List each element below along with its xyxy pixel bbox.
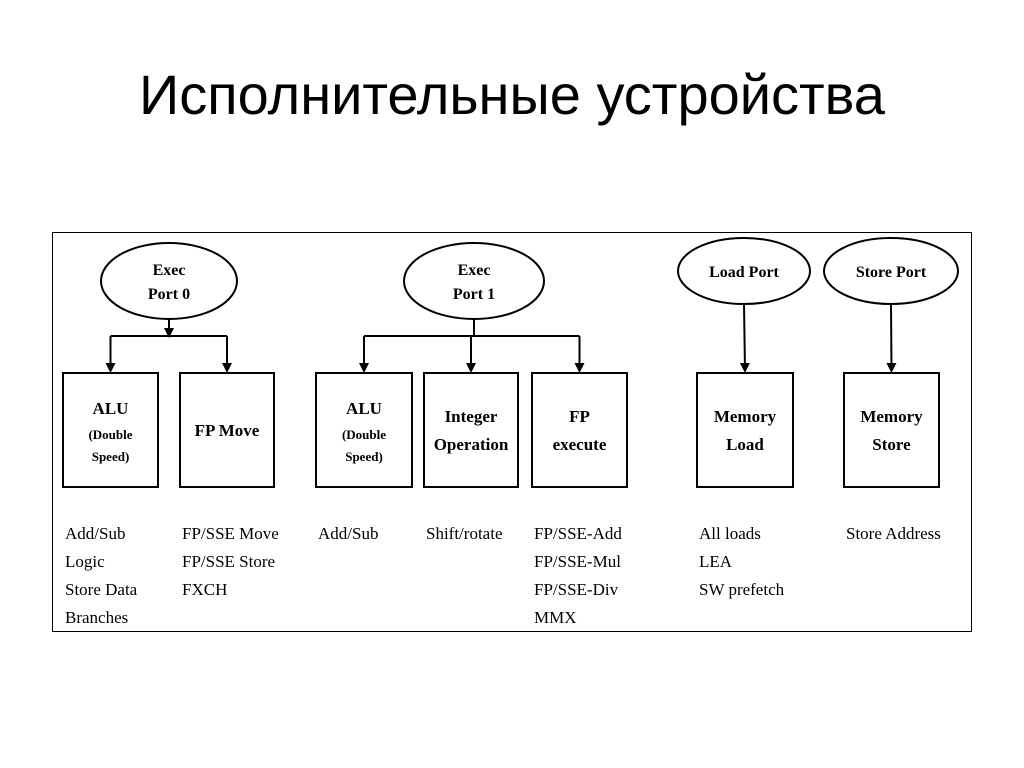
unit-alu1-label: (Double [342, 427, 386, 442]
port-store-label: Store Port [856, 264, 927, 281]
unit-memstore-label: Store [872, 435, 911, 454]
unit-alu0-label: Speed) [92, 449, 130, 464]
unit-fpexec-label: FP [569, 407, 590, 426]
port-exec1-label: Exec [458, 262, 491, 279]
unit-fpexec-op: FP/SSE-Mul [534, 552, 621, 571]
unit-alu1-label: Speed) [345, 449, 383, 464]
port-exec0-label: Exec [153, 262, 186, 279]
unit-fpmove-label: FP Move [195, 421, 260, 440]
unit-memload-op: LEA [699, 552, 733, 571]
unit-alu0-op: Logic [65, 552, 105, 571]
unit-alu0-op: Add/Sub [65, 524, 125, 543]
unit-intop-label: Integer [445, 407, 498, 426]
port-exec1-ellipse [403, 242, 545, 320]
unit-alu1-op: Add/Sub [318, 524, 378, 543]
unit-alu1-label: ALU [346, 399, 382, 418]
unit-alu1-box [315, 372, 413, 488]
store-port-arrow [886, 303, 897, 373]
unit-alu0-box [62, 372, 159, 488]
unit-intop-label: Operation [434, 435, 509, 454]
unit-alu0-op: Branches [65, 608, 128, 627]
unit-intop-op: Shift/rotate [426, 524, 502, 543]
unit-fpexec-box [531, 372, 628, 488]
unit-alu0-op: Store Data [65, 580, 138, 599]
unit-intop-box [423, 372, 519, 488]
unit-memload-op: SW prefetch [699, 580, 785, 599]
unit-fpexec-op: FP/SSE-Div [534, 580, 619, 599]
unit-fpexec-label: execute [553, 435, 607, 454]
slide-title: Исполнительные устройства [139, 63, 885, 126]
port-exec0-ellipse [100, 242, 238, 320]
unit-fpmove-op: FXCH [182, 580, 227, 599]
unit-fpmove-box [179, 372, 275, 488]
unit-alu0-label: (Double [88, 427, 132, 442]
unit-fpexec-op: FP/SSE-Add [534, 524, 622, 543]
unit-fpexec-op: MMX [534, 608, 577, 627]
load-port-arrow [739, 303, 750, 373]
port-load-label: Load Port [709, 264, 779, 281]
unit-memload-label: Load [726, 435, 764, 454]
port-exec1-label: Port 1 [453, 286, 495, 303]
unit-fpmove-op: FP/SSE Move [182, 524, 279, 543]
unit-memload-box [696, 372, 794, 488]
unit-memstore-op: Store Address [846, 524, 941, 543]
unit-memstore-label: Memory [860, 407, 923, 426]
unit-memstore-box [843, 372, 940, 488]
unit-alu0-label: ALU [93, 399, 129, 418]
unit-memload-op: All loads [699, 524, 761, 543]
unit-fpmove-op: FP/SSE Store [182, 552, 275, 571]
port-exec0-label: Port 0 [148, 286, 190, 303]
unit-memload-label: Memory [714, 407, 777, 426]
